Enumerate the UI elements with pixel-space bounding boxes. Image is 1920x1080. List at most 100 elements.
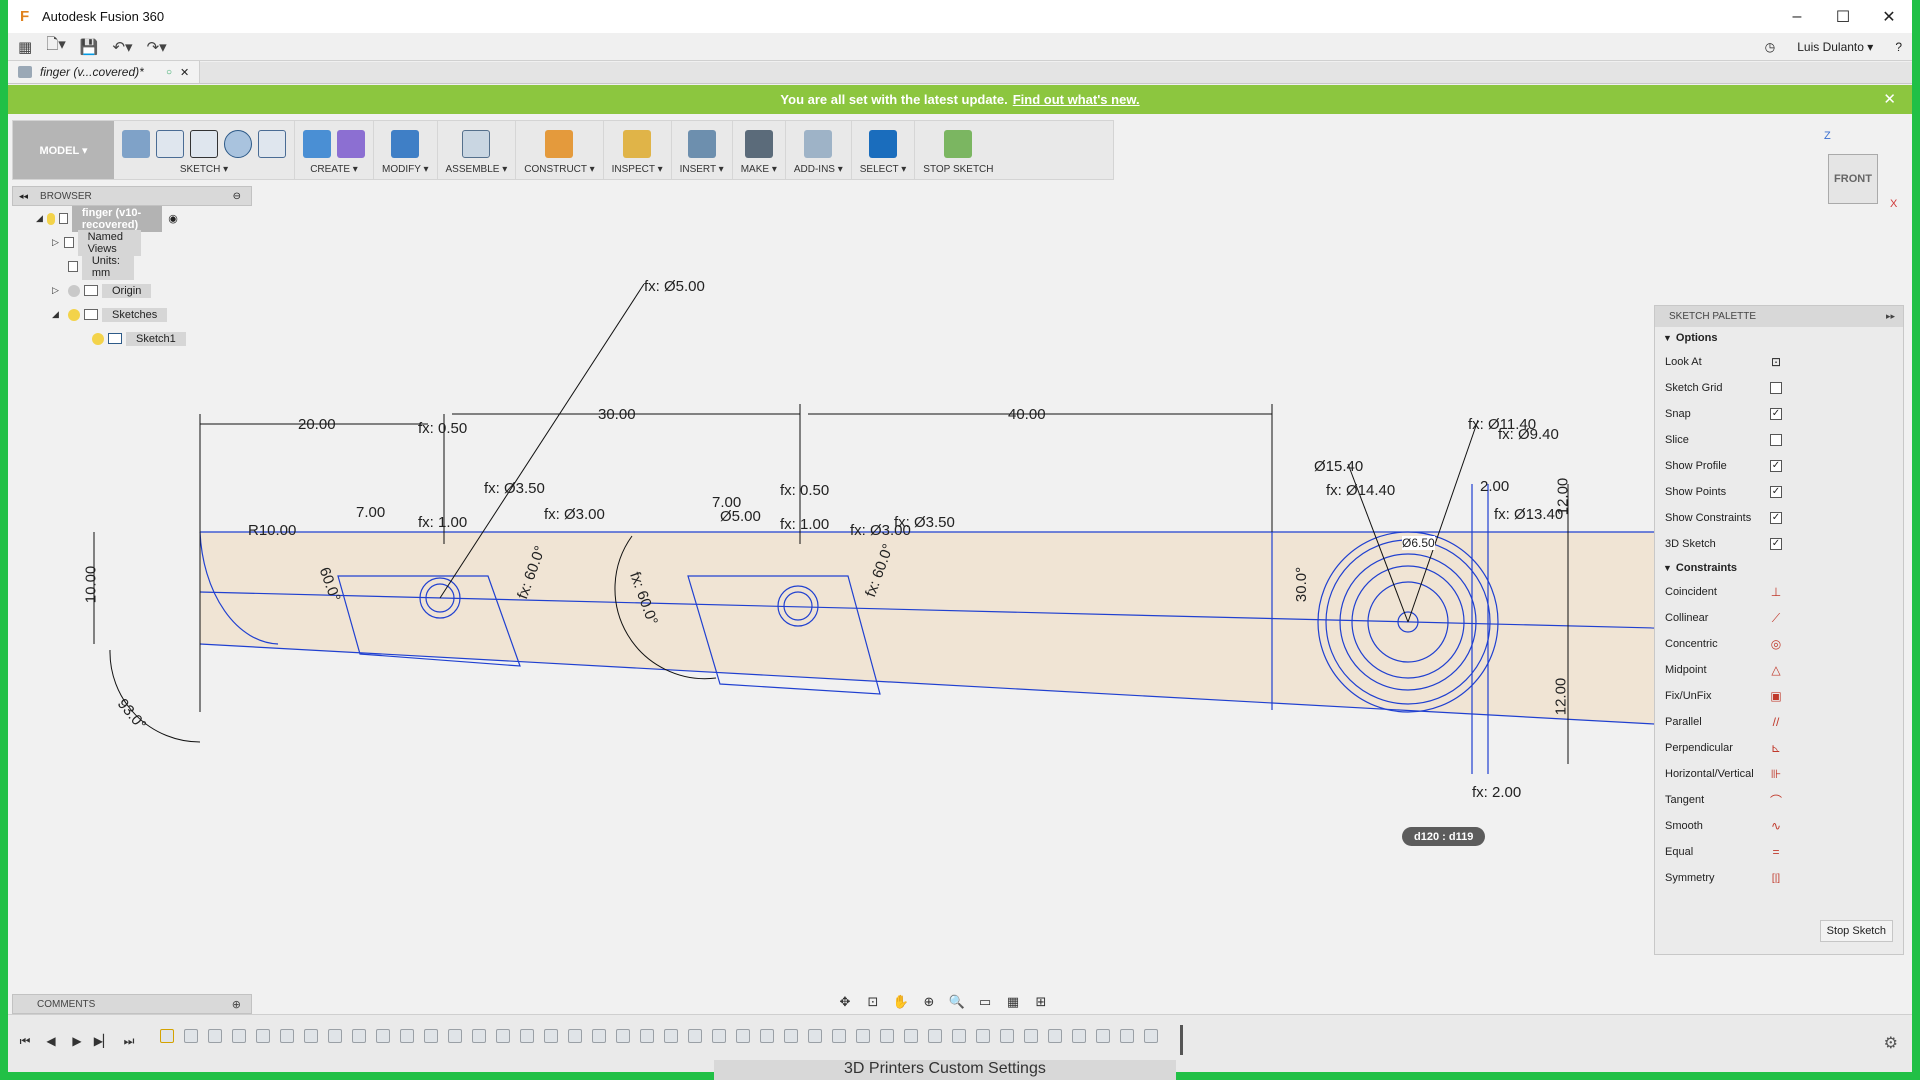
display-settings-icon[interactable]: ▭	[978, 994, 992, 1009]
stop-sketch-icon[interactable]	[944, 130, 973, 158]
lock-icon[interactable]: ▣	[1770, 689, 1782, 703]
timeline-feature[interactable]	[472, 1029, 486, 1043]
option-show-profile[interactable]: Show Profile✓	[1655, 453, 1903, 479]
orbit-icon[interactable]: ✥	[839, 994, 851, 1009]
visibility-bulb-icon[interactable]	[47, 212, 55, 225]
constraint-symmetry[interactable]: Symmetry[|]	[1655, 865, 1903, 891]
ribbon-group-sketch[interactable]: SKETCH ▾	[114, 121, 295, 179]
dim-angle-60-a[interactable]: 60.0°	[315, 565, 344, 604]
timeline-feature[interactable]	[832, 1029, 846, 1043]
dim-7-b[interactable]: 7.00	[712, 494, 742, 511]
stop-sketch-button[interactable]: Stop Sketch	[1819, 920, 1893, 942]
timeline-feature[interactable]	[664, 1029, 678, 1043]
comments-panel-header[interactable]: COMMENTS ⊕	[12, 994, 252, 1014]
tree-node-root[interactable]: ◢ finger (v10-recovered) ◉	[36, 205, 178, 232]
ribbon-group-select[interactable]: SELECT ▾	[852, 121, 916, 179]
timeline-feature[interactable]	[280, 1029, 294, 1043]
timeline-marker[interactable]	[1180, 1025, 1183, 1055]
job-status-clock-icon[interactable]: ◷	[1764, 40, 1776, 54]
dim-diameter-3-5-a[interactable]: fx: Ø3.50	[484, 480, 545, 497]
timeline-feature-sketch[interactable]	[160, 1029, 174, 1043]
step-back-icon[interactable]: ◀	[46, 1034, 56, 1048]
user-account-menu[interactable]: Luis Dulanto ▾	[1797, 40, 1874, 54]
snap-checkbox[interactable]: ✓	[1770, 408, 1782, 420]
timeline-feature[interactable]	[544, 1029, 558, 1043]
dim-diameter-15-4[interactable]: Ø15.40	[1314, 458, 1364, 475]
sketch-geometry[interactable]	[8, 114, 1912, 1014]
timeline-feature[interactable]	[640, 1029, 654, 1043]
ribbon-group-construct[interactable]: CONSTRUCT ▾	[516, 121, 604, 179]
dim-angle-60-c[interactable]: fx: 60.0°	[626, 569, 662, 628]
timeline-feature[interactable]	[208, 1029, 222, 1043]
tangent-icon[interactable]: ⌒	[1769, 793, 1782, 808]
timeline-feature[interactable]	[352, 1029, 366, 1043]
dim-1-a[interactable]: fx: 1.00	[418, 514, 468, 531]
timeline-feature[interactable]	[880, 1029, 894, 1043]
dim-diameter-6-5[interactable]: Ø6.50	[1402, 536, 1435, 550]
timeline-feature[interactable]	[952, 1029, 966, 1043]
constraint-coincident[interactable]: Coincident⊥	[1655, 579, 1903, 605]
arc-icon[interactable]	[258, 130, 286, 158]
line-icon[interactable]	[156, 130, 184, 158]
timeline-feature[interactable]	[592, 1029, 606, 1043]
ribbon-group-addins[interactable]: ADD-INS ▾	[786, 121, 852, 179]
dim-7-a[interactable]: 7.00	[356, 504, 386, 521]
timeline-feature[interactable]	[1144, 1029, 1158, 1043]
dim-30[interactable]: 30.00	[598, 406, 636, 423]
3d-print-icon[interactable]	[744, 130, 773, 158]
tree-node-origin[interactable]: ▷ Origin	[52, 282, 152, 299]
add-comment-icon[interactable]: ⊕	[231, 998, 241, 1011]
ribbon-group-stop-sketch[interactable]: STOP SKETCH	[915, 121, 1001, 179]
circle-icon[interactable]	[224, 130, 252, 158]
active-radio-icon[interactable]: ◉	[168, 213, 178, 225]
constraint-parallel[interactable]: Parallel//	[1655, 709, 1903, 735]
timeline-feature[interactable]	[808, 1029, 822, 1043]
visibility-bulb-icon[interactable]	[68, 284, 80, 297]
dim-40[interactable]: 40.00	[1008, 406, 1046, 423]
minimize-button[interactable]: –	[1792, 7, 1802, 25]
view-cube[interactable]: Z FRONT X	[1818, 114, 1898, 210]
tree-node-named-views[interactable]: ▷ Named Views	[52, 229, 142, 256]
show-profile-checkbox[interactable]: ✓	[1770, 460, 1782, 472]
tree-node-sketch1[interactable]: Sketch1	[88, 330, 186, 347]
timeline-settings-gear-icon[interactable]: ⚙	[1883, 1035, 1898, 1052]
option-look-at[interactable]: Look At⊡	[1655, 349, 1903, 375]
whats-new-link[interactable]: Find out what's new.	[1012, 92, 1140, 107]
dim-radius-10[interactable]: R10.00	[248, 522, 297, 539]
timeline-feature[interactable]	[256, 1029, 270, 1043]
maximize-button[interactable]: ☐	[1835, 8, 1851, 26]
timeline-feature[interactable]	[1000, 1029, 1014, 1043]
measure-icon[interactable]	[623, 130, 652, 158]
timeline-feature[interactable]	[448, 1029, 462, 1043]
scripts-icon[interactable]	[804, 130, 833, 158]
timeline-feature[interactable]	[496, 1029, 510, 1043]
constraint-concentric[interactable]: Concentric◎	[1655, 631, 1903, 657]
dim-angle-60-b[interactable]: fx: 60.0°	[514, 543, 550, 602]
expand-palette-icon[interactable]: ▸▸	[1885, 311, 1895, 321]
concentric-icon[interactable]: ◎	[1770, 637, 1782, 651]
show-points-checkbox[interactable]: ✓	[1770, 486, 1782, 498]
visibility-bulb-icon[interactable]	[92, 332, 104, 345]
dim-diameter-13-4[interactable]: fx: Ø13.40	[1494, 506, 1564, 523]
timeline-track[interactable]	[160, 1029, 1158, 1043]
constraint-perpendicular[interactable]: Perpendicular⊾	[1655, 735, 1903, 761]
look-at-nav-icon[interactable]: ⊡	[867, 994, 879, 1009]
dim-angle-30[interactable]: 30.0°	[1293, 566, 1311, 603]
ribbon-group-make[interactable]: MAKE ▾	[733, 121, 786, 179]
dim-diameter-3-5-b[interactable]: fx: Ø3.50	[894, 514, 955, 531]
option-sketch-grid[interactable]: Sketch Grid	[1655, 375, 1903, 401]
timeline-feature[interactable]	[232, 1029, 246, 1043]
constraint-smooth[interactable]: Smooth∿	[1655, 813, 1903, 839]
expand-icon[interactable]: ▷	[52, 237, 59, 247]
dim-angle-60-d[interactable]: fx: 60.0°	[862, 541, 898, 600]
look-at-icon[interactable]: ⊡	[1770, 355, 1782, 369]
option-slice[interactable]: Slice	[1655, 427, 1903, 453]
timeline-feature[interactable]	[688, 1029, 702, 1043]
design-canvas[interactable]: fx: Ø5.00 20.00 fx: 0.50 30.00 40.00 7.0…	[8, 114, 1912, 1014]
dim-offset-b[interactable]: fx: 0.50	[780, 482, 830, 499]
press-pull-icon[interactable]	[391, 130, 420, 158]
document-tab[interactable]: finger (v...covered)* ○ ✕	[8, 61, 201, 83]
horizontal-vertical-icon[interactable]: ⊪	[1770, 767, 1782, 781]
parallel-icon[interactable]: //	[1772, 715, 1780, 729]
timeline-feature[interactable]	[1048, 1029, 1062, 1043]
